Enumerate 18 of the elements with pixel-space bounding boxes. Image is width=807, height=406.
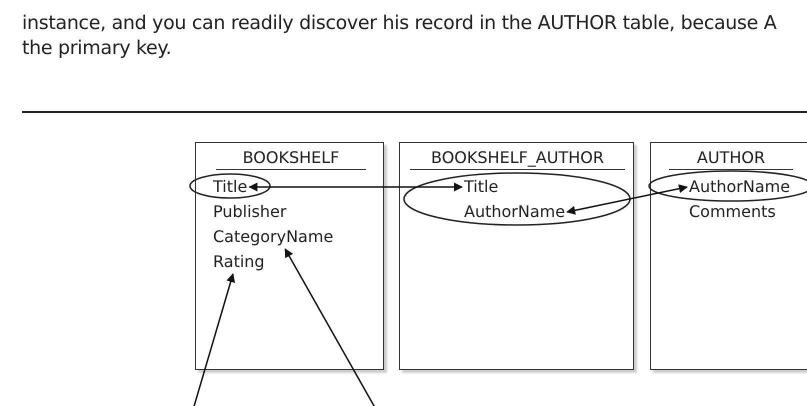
column-name: Title: [213, 177, 248, 197]
column-name: AuthorName: [464, 202, 566, 222]
arrow: [566, 184, 688, 215]
column-name: Publisher: [213, 202, 286, 222]
column-name: AuthorName: [689, 177, 790, 197]
table-name: BOOKSHELF_AUTHOR: [410, 147, 625, 170]
paragraph-text: instance, and you can readily discover his record in the AUTHOR table, because A: [22, 12, 776, 34]
column-name: Rating: [213, 252, 265, 272]
paragraph-text: the primary key.: [22, 37, 172, 59]
table-box: [650, 142, 807, 370]
arrow: [248, 182, 463, 192]
table-box: [399, 142, 634, 370]
table-name: AUTHOR: [669, 147, 793, 170]
column-name: CategoryName: [213, 227, 334, 247]
table-box: [195, 142, 384, 370]
column-name: Comments: [689, 202, 776, 222]
column-name: Title: [464, 177, 498, 197]
table-name: BOOKSHELF: [216, 147, 366, 170]
